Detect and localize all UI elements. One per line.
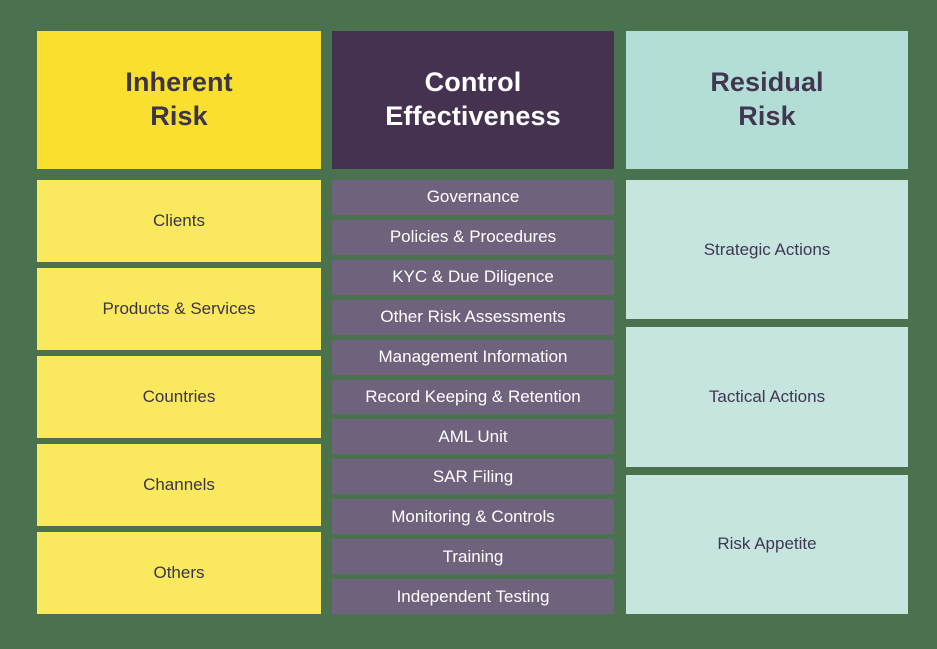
item-list-residual-risk: Strategic Actions Tactical Actions Risk … bbox=[626, 180, 908, 614]
column-header-line-1: Residual bbox=[710, 67, 824, 98]
item-other-risk-assessments[interactable]: Other Risk Assessments bbox=[332, 299, 614, 335]
column-header-line-1: Inherent bbox=[125, 67, 233, 98]
column-header-line-1: Control bbox=[424, 67, 522, 98]
column-header-line-2: Risk bbox=[738, 101, 796, 131]
item-channels[interactable]: Channels bbox=[37, 444, 321, 526]
item-policies-and-procedures[interactable]: Policies & Procedures bbox=[332, 219, 614, 255]
item-others[interactable]: Others bbox=[37, 532, 321, 614]
item-clients[interactable]: Clients bbox=[37, 180, 321, 262]
item-kyc-and-due-diligence[interactable]: KYC & Due Diligence bbox=[332, 259, 614, 295]
column-header-line-2: Effectiveness bbox=[385, 101, 561, 131]
item-countries[interactable]: Countries bbox=[37, 356, 321, 438]
item-governance[interactable]: Governance bbox=[332, 180, 614, 215]
column-header-inherent-risk: Inherent Risk bbox=[37, 31, 321, 169]
item-independent-testing[interactable]: Independent Testing bbox=[332, 579, 614, 614]
column-header-line-2: Risk bbox=[150, 101, 208, 131]
column-control-effectiveness: Control Effectiveness Governance Policie… bbox=[332, 31, 614, 614]
column-header-residual-risk: Residual Risk bbox=[626, 31, 908, 169]
item-monitoring-and-controls[interactable]: Monitoring & Controls bbox=[332, 499, 614, 535]
item-list-control-effectiveness: Governance Policies & Procedures KYC & D… bbox=[332, 180, 614, 614]
column-inherent-risk: Inherent Risk Clients Products & Service… bbox=[37, 31, 321, 614]
item-tactical-actions[interactable]: Tactical Actions bbox=[626, 327, 908, 467]
item-sar-filing[interactable]: SAR Filing bbox=[332, 459, 614, 495]
column-residual-risk: Residual Risk Strategic Actions Tactical… bbox=[626, 31, 908, 614]
item-products-and-services[interactable]: Products & Services bbox=[37, 268, 321, 350]
item-aml-unit[interactable]: AML Unit bbox=[332, 419, 614, 455]
item-list-inherent-risk: Clients Products & Services Countries Ch… bbox=[37, 180, 321, 614]
item-management-information[interactable]: Management Information bbox=[332, 339, 614, 375]
item-training[interactable]: Training bbox=[332, 539, 614, 575]
item-strategic-actions[interactable]: Strategic Actions bbox=[626, 180, 908, 320]
item-record-keeping-and-retention[interactable]: Record Keeping & Retention bbox=[332, 379, 614, 415]
item-risk-appetite[interactable]: Risk Appetite bbox=[626, 474, 908, 614]
column-header-control-effectiveness: Control Effectiveness bbox=[332, 31, 614, 169]
